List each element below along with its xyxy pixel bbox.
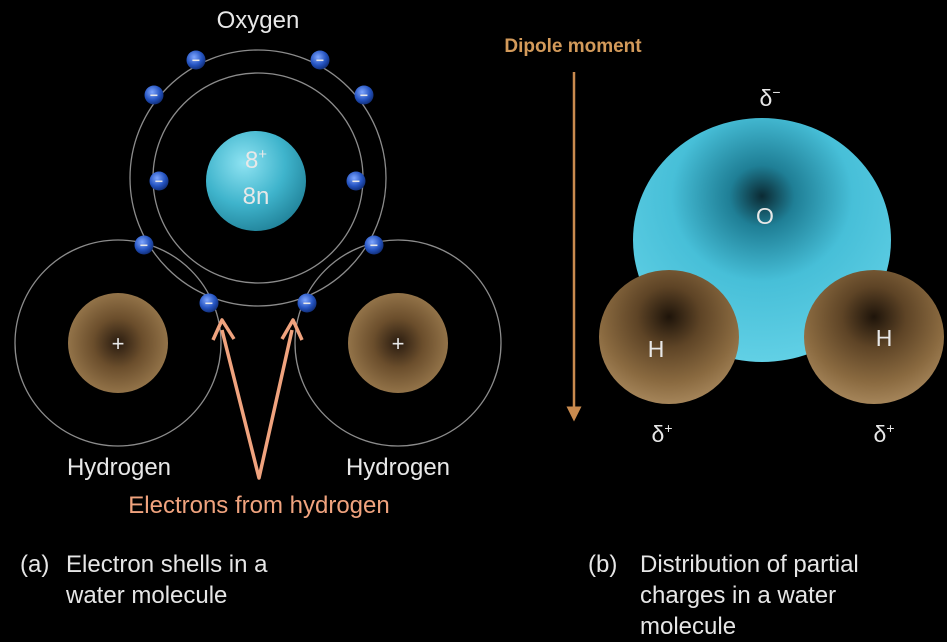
electron: − bbox=[186, 50, 206, 70]
hydrogen-right-shell bbox=[294, 239, 502, 447]
caption-b-line3: molecule bbox=[640, 613, 737, 640]
caption-a-text: Electron shells in a water molecule bbox=[66, 549, 267, 611]
caption-a-line1: Electron shells in a bbox=[66, 551, 268, 578]
caption-b-text: Distribution of partial charges in a wat… bbox=[640, 549, 859, 642]
delta-minus-label: δ− bbox=[760, 84, 781, 111]
hydrogen-right-sphere bbox=[804, 270, 944, 404]
electron: − bbox=[310, 50, 330, 70]
caption-a-tag: (a) bbox=[20, 551, 50, 578]
hydrogen-left-label: Hydrogen bbox=[67, 454, 171, 481]
electron: − bbox=[134, 235, 154, 255]
caption-a: (a) Electron shells in a water molecule bbox=[20, 549, 400, 613]
svg-text:−: − bbox=[140, 237, 148, 253]
hydrogen-right-atom-label: H bbox=[876, 325, 893, 351]
oxygen-nucleus-protons: 8+ bbox=[245, 146, 267, 174]
electron: − bbox=[149, 171, 169, 191]
caption-a-line2: water molecule bbox=[66, 582, 228, 609]
svg-text:−: − bbox=[205, 295, 213, 311]
hydrogen-right-nucleus bbox=[348, 293, 448, 393]
svg-text:−: − bbox=[370, 237, 378, 253]
electron: − bbox=[364, 235, 384, 255]
delta-plus-left-label: δ+ bbox=[652, 420, 673, 447]
hydrogen-left-atom-label: H bbox=[648, 336, 665, 362]
caption-b-line2: charges in a water bbox=[640, 582, 837, 609]
electron: − bbox=[144, 85, 164, 105]
hydrogen-right-label: Hydrogen bbox=[346, 454, 450, 481]
svg-text:−: − bbox=[303, 295, 311, 311]
dipole-moment-label: Dipole moment bbox=[504, 36, 642, 57]
hydrogen-left-shell bbox=[14, 239, 222, 447]
oxygen-nucleus bbox=[206, 131, 306, 231]
svg-text:−: − bbox=[150, 87, 158, 103]
svg-text:−: − bbox=[192, 52, 200, 68]
svg-text:−: − bbox=[360, 87, 368, 103]
caption-b-tag: (b) bbox=[588, 551, 618, 578]
electrons-from-hydrogen-arrows bbox=[211, 318, 304, 480]
oxygen-nucleus-neutrons: 8n bbox=[243, 183, 270, 210]
panel-b-partial-charges: Dipole moment O H H δ− δ+ δ+ bbox=[504, 36, 944, 447]
svg-text:−: − bbox=[352, 173, 360, 189]
hydrogen-right-proton: + bbox=[392, 331, 405, 356]
svg-text:−: − bbox=[316, 52, 324, 68]
panel-a-electron-shells: 8+ 8n + + − − − − − − − − − − Oxygen Hyd… bbox=[14, 7, 502, 519]
electron: − bbox=[199, 293, 219, 313]
oxygen-label: Oxygen bbox=[217, 7, 300, 34]
hydrogen-left-nucleus bbox=[68, 293, 168, 393]
hydrogen-left-proton: + bbox=[112, 331, 125, 356]
oxygen-atom-label: O bbox=[756, 203, 774, 229]
caption-b-line1: Distribution of partial bbox=[640, 551, 859, 578]
electron: − bbox=[346, 171, 366, 191]
delta-plus-right-label: δ+ bbox=[874, 420, 895, 447]
oxygen-outer-shell bbox=[129, 49, 387, 307]
electron: − bbox=[354, 85, 374, 105]
caption-b: (b) Distribution of partial charges in a… bbox=[588, 549, 943, 640]
svg-text:−: − bbox=[155, 173, 163, 189]
electrons-from-hydrogen-label: Electrons from hydrogen bbox=[128, 492, 389, 519]
electron: − bbox=[297, 293, 317, 313]
hydrogen-left-sphere bbox=[599, 270, 739, 404]
